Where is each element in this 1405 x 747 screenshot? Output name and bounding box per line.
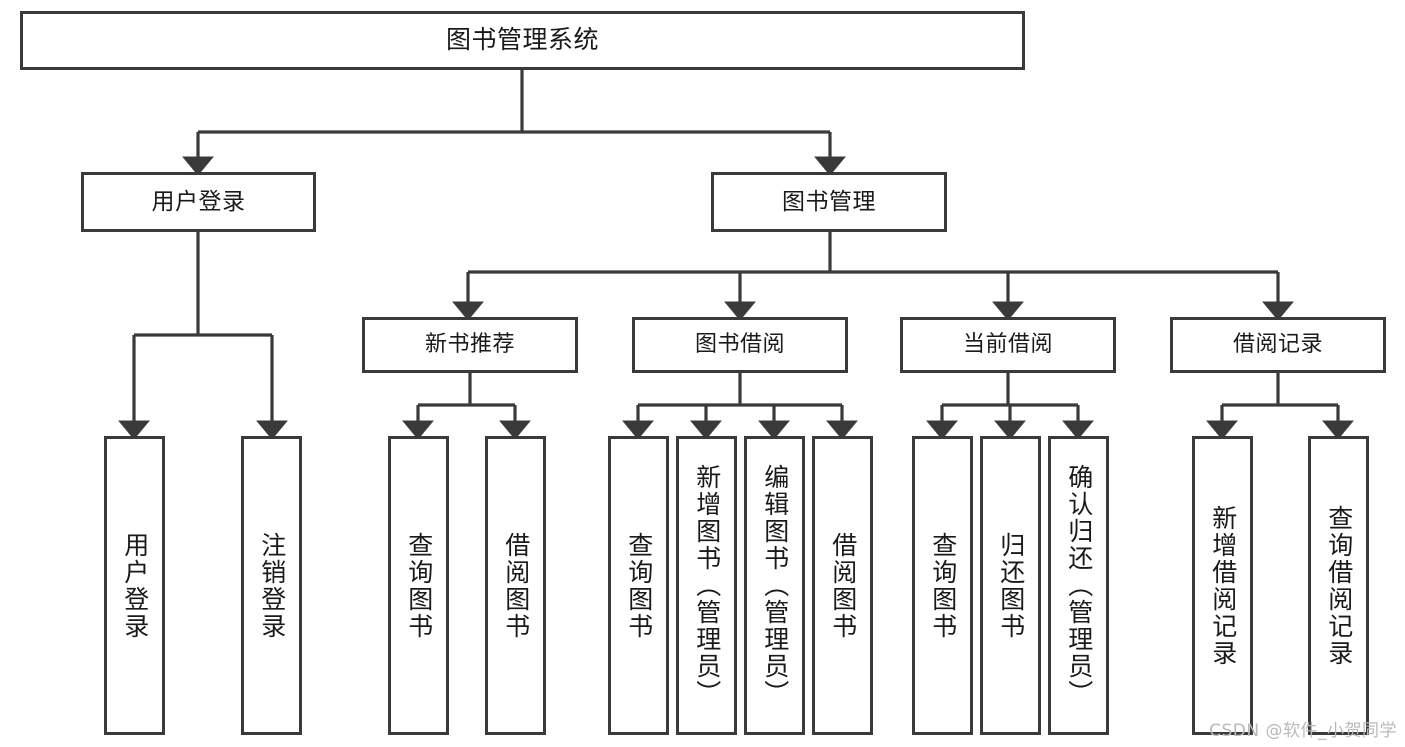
node-current-borrow[interactable]: 当前借阅 xyxy=(900,317,1116,373)
leaf-user-login[interactable]: 用户登录 xyxy=(104,436,165,735)
node-borrow-record[interactable]: 借阅记录 xyxy=(1170,317,1386,373)
node-label: 编辑图书（管理员） xyxy=(760,464,790,707)
leaf-add-record[interactable]: 新增借阅记录 xyxy=(1192,436,1253,735)
node-label: 查询借阅记录 xyxy=(1324,504,1354,667)
node-label: 新增图书（管理员） xyxy=(692,464,722,707)
node-label: 用户登录 xyxy=(120,531,150,640)
node-label: 用户登录 xyxy=(151,188,246,215)
node-book-borrow[interactable]: 图书借阅 xyxy=(632,317,848,373)
leaf-query-book-3[interactable]: 查询图书 xyxy=(912,436,973,735)
node-book-manage[interactable]: 图书管理 xyxy=(711,172,947,232)
node-label: 查询图书 xyxy=(624,531,654,640)
leaf-query-book-1[interactable]: 查询图书 xyxy=(388,436,449,735)
node-label: 借阅图书 xyxy=(501,531,531,640)
node-label: 确认归还（管理员） xyxy=(1064,464,1094,707)
node-label: 图书借阅 xyxy=(694,331,785,357)
watermark-text: CSDN @软件_小贺同学 xyxy=(1209,721,1397,741)
node-label: 当前借阅 xyxy=(962,331,1053,357)
node-new-book-rec[interactable]: 新书推荐 xyxy=(362,317,578,373)
leaf-confirm-return[interactable]: 确认归还（管理员） xyxy=(1048,436,1109,735)
leaf-borrow-book-2[interactable]: 借阅图书 xyxy=(812,436,873,735)
node-label: 图书管理系统 xyxy=(445,25,599,55)
node-label: 注销登录 xyxy=(257,531,287,640)
node-label: 借阅记录 xyxy=(1232,331,1323,357)
leaf-add-book[interactable]: 新增图书（管理员） xyxy=(676,436,737,735)
node-label: 借阅图书 xyxy=(828,531,858,640)
node-user-login[interactable]: 用户登录 xyxy=(81,172,316,232)
node-root-system[interactable]: 图书管理系统 xyxy=(20,11,1025,70)
leaf-logout-login[interactable]: 注销登录 xyxy=(241,436,302,735)
node-label: 归还图书 xyxy=(996,531,1026,640)
leaf-query-book-2[interactable]: 查询图书 xyxy=(608,436,669,735)
leaf-return-book[interactable]: 归还图书 xyxy=(980,436,1041,735)
node-label: 查询图书 xyxy=(404,531,434,640)
leaf-borrow-book-1[interactable]: 借阅图书 xyxy=(485,436,546,735)
node-label: 新书推荐 xyxy=(424,331,515,357)
node-label: 图书管理 xyxy=(782,188,876,215)
node-label: 查询图书 xyxy=(928,531,958,640)
node-label: 新增借阅记录 xyxy=(1208,504,1238,667)
leaf-query-record[interactable]: 查询借阅记录 xyxy=(1308,436,1369,735)
leaf-edit-book[interactable]: 编辑图书（管理员） xyxy=(744,436,805,735)
